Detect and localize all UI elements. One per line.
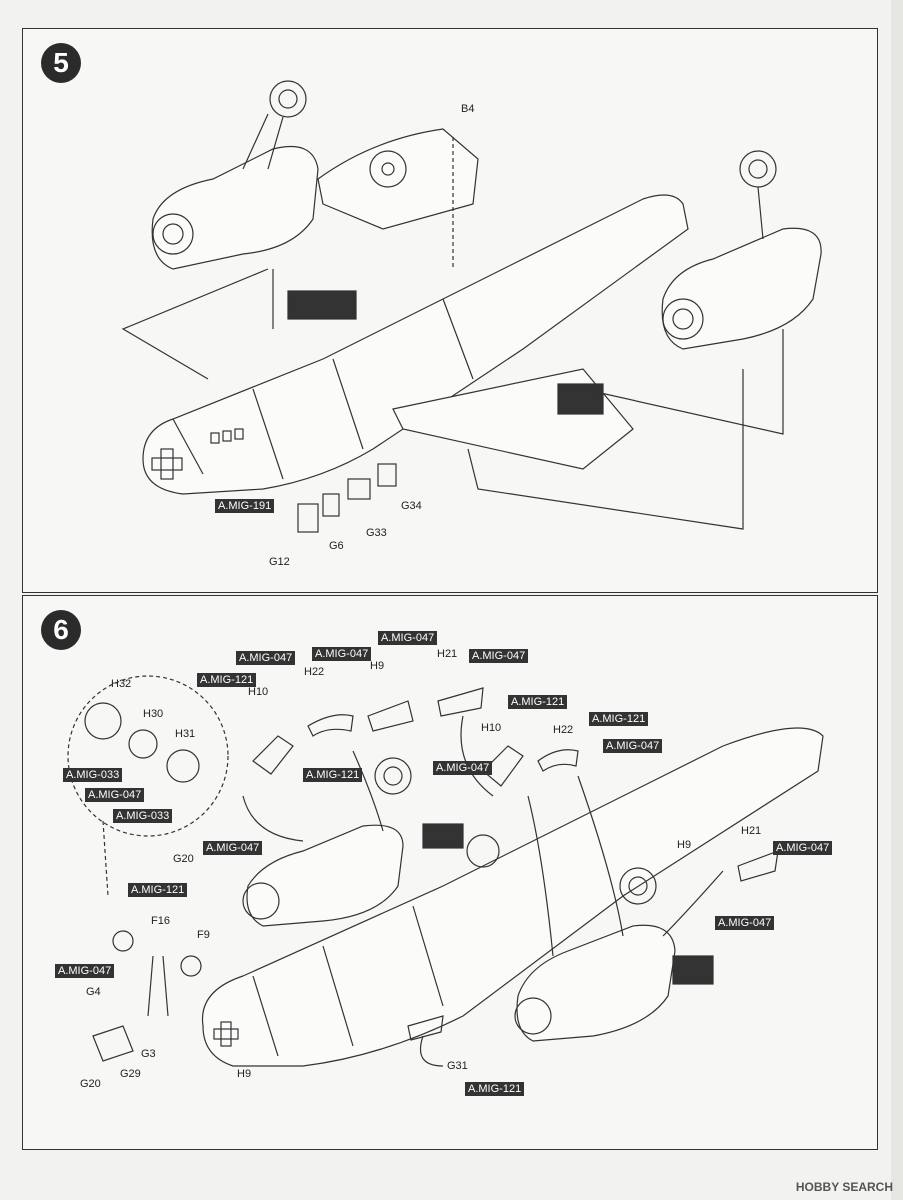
step-5-panel: 5 B4 G34 G33 G6 G12 A.MIG-191 bbox=[22, 28, 878, 593]
part-label-h22: H22 bbox=[304, 666, 325, 678]
part-label-g3: G3 bbox=[141, 1048, 156, 1060]
part-label-g34: G34 bbox=[401, 500, 422, 512]
paint-tag: A.MIG-121 bbox=[303, 768, 363, 783]
part-label-h31: H31 bbox=[175, 728, 196, 740]
paint-tag: A.MIG-121 bbox=[197, 673, 257, 688]
step-number-badge: 6 bbox=[41, 610, 81, 650]
hobby-search-logo: HOBBY SEARCH bbox=[795, 1180, 893, 1194]
step-5-illustration bbox=[121, 80, 822, 533]
paint-tag: A.MIG-121 bbox=[465, 1082, 525, 1097]
paint-tag: A.MIG-047 bbox=[85, 788, 145, 803]
paint-tag: A.MIG-033 bbox=[63, 768, 123, 783]
paint-tag: A.MIG-047 bbox=[55, 964, 115, 979]
part-label-h9: H9 bbox=[237, 1068, 252, 1080]
paint-tag: A.MIG-121 bbox=[128, 883, 188, 898]
part-label-h21: H21 bbox=[741, 825, 762, 837]
part-label-g29: G29 bbox=[120, 1068, 141, 1080]
paint-tag-mig191: A.MIG-191 bbox=[215, 499, 275, 514]
part-label-g33: G33 bbox=[366, 527, 387, 539]
part-label-b4: B4 bbox=[461, 103, 475, 115]
part-label-h10: H10 bbox=[481, 722, 502, 734]
paint-tag: A.MIG-047 bbox=[312, 647, 372, 662]
paint-tag: A.MIG-047 bbox=[433, 761, 493, 776]
part-label-f16: F16 bbox=[151, 915, 170, 927]
part-label-h32: H32 bbox=[111, 678, 132, 690]
paint-tag: A.MIG-033 bbox=[113, 809, 173, 824]
part-label-h9: H9 bbox=[370, 660, 385, 672]
step-6-panel: 6 H32 H30 H31 H10 H22 H9 H21 H10 H22 H21… bbox=[22, 595, 878, 1150]
paint-tag: A.MIG-047 bbox=[469, 649, 529, 664]
part-label-g20: G20 bbox=[80, 1078, 101, 1090]
part-label-g6: G6 bbox=[329, 540, 344, 552]
part-label-h10: H10 bbox=[248, 686, 269, 698]
part-label-h21: H21 bbox=[437, 648, 458, 660]
part-label-h30: H30 bbox=[143, 708, 164, 720]
paint-tag: A.MIG-047 bbox=[715, 916, 775, 931]
paint-tag: A.MIG-121 bbox=[589, 712, 649, 727]
paint-tag: A.MIG-047 bbox=[378, 631, 438, 646]
page-edge bbox=[891, 0, 903, 1200]
step-6-illustration bbox=[67, 675, 824, 1067]
part-label-g4: G4 bbox=[86, 986, 101, 998]
paint-tag: A.MIG-047 bbox=[236, 651, 296, 666]
paint-tag: A.MIG-047 bbox=[603, 739, 663, 754]
part-label-g20: G20 bbox=[173, 853, 194, 865]
part-label-g12: G12 bbox=[269, 556, 290, 568]
paint-tag: A.MIG-047 bbox=[773, 841, 833, 856]
part-label-h9: H9 bbox=[677, 839, 692, 851]
paint-tag: A.MIG-121 bbox=[508, 695, 568, 710]
part-label-h22: H22 bbox=[553, 724, 574, 736]
step-number-badge: 5 bbox=[41, 43, 81, 83]
part-label-f9: F9 bbox=[197, 929, 210, 941]
part-label-g31: G31 bbox=[447, 1060, 468, 1072]
paint-tag: A.MIG-047 bbox=[203, 841, 263, 856]
